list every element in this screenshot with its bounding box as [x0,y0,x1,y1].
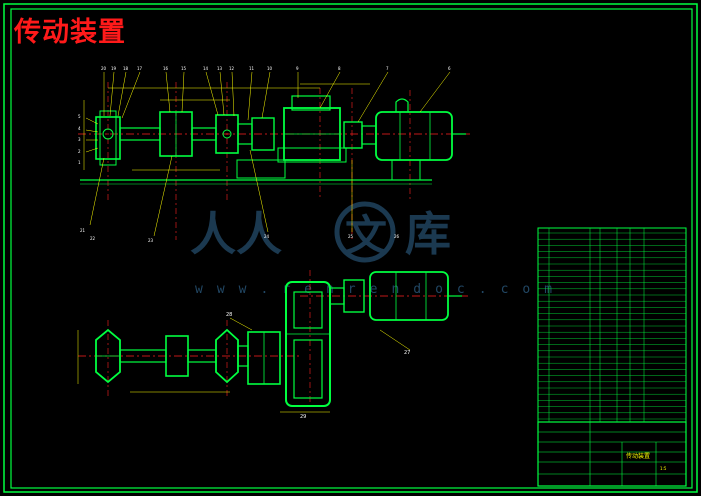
callout-1: 1 [78,160,81,165]
callout-8: 8 [338,66,341,71]
outer-frame [3,3,698,493]
callout-20: 20 [101,66,107,71]
callout-5: 5 [78,114,81,119]
callout-18: 18 [123,66,129,71]
callout-22: 22 [90,236,96,241]
title-block-name: 传动装置 [626,452,650,460]
callout-17: 17 [137,66,143,71]
callout-7: 7 [386,66,389,71]
callout-21: 21 [80,228,86,233]
callout-2: 2 [78,149,81,154]
callout-4: 4 [78,126,81,131]
callout-27: 27 [404,350,410,356]
callout-28: 28 [226,312,232,318]
drawing-title: 传动装置 [14,17,126,48]
bom-table [537,227,687,423]
svg-text:人人: 人人 [190,207,282,261]
callout-12: 12 [229,66,235,71]
callout-23: 23 [148,238,154,243]
callout-11: 11 [249,66,255,71]
svg-text:库: 库 [405,207,451,261]
callout-16: 16 [163,66,169,71]
watermark-logo: 人人 文 库 [190,201,451,263]
inner-frame [10,8,693,489]
title-block: 传动装置 1:5 [537,421,687,487]
callout-15: 15 [181,66,187,71]
title-block-scale: 1:5 [660,466,667,471]
callout-3: 3 [78,137,81,142]
callout-29: 29 [300,414,306,420]
plan-view: 27 28 29 [77,270,470,420]
callout-10: 10 [267,66,273,71]
callout-13: 13 [217,66,223,71]
callout-19: 19 [111,66,117,71]
callout-24: 24 [264,234,270,239]
callout-26: 26 [394,234,400,239]
callout-9: 9 [296,66,299,71]
watermark-text: www.renrendoc.com [195,282,567,297]
callout-14: 14 [203,66,209,71]
callout-6: 6 [448,66,451,71]
front-view: 20 19 18 17 16 15 14 13 12 11 10 9 8 7 6… [78,66,470,243]
callout-25: 25 [348,234,354,239]
